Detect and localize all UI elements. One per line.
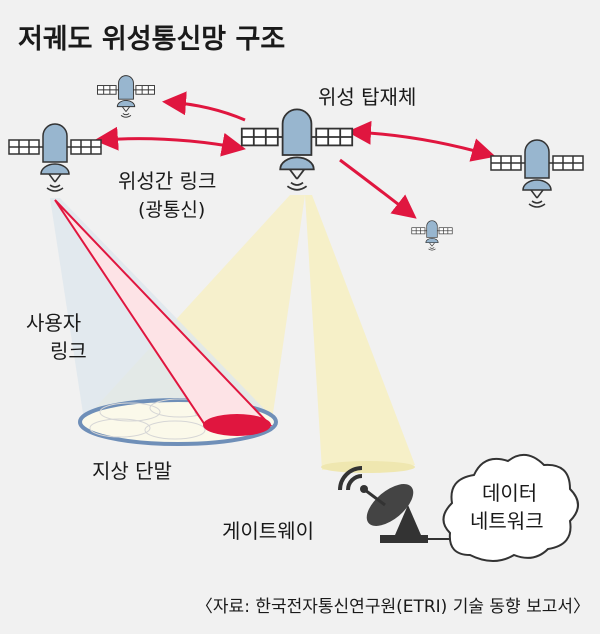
isl-arrow-right <box>347 120 496 162</box>
satellite-left-icon <box>8 123 102 192</box>
label-gateway: 게이트웨이 <box>222 519 314 543</box>
satellite-small-icon <box>411 220 453 251</box>
source-caption: 〈자료: 한국전자통신연구원(ETRI) 기술 동향 보고서〉 <box>196 597 590 617</box>
label-inter-satellite-link: 위성간 링크 <box>118 169 216 193</box>
label-ground-terminal: 지상 단말 <box>92 459 172 483</box>
isl-arrow-lower-right <box>339 158 417 219</box>
label-user-link-line2: 링크 <box>50 339 87 363</box>
label-satellite-payload: 위성 탑재체 <box>318 85 416 109</box>
label-data-network-line1: 데이터 <box>482 481 537 505</box>
label-optical-communication: (광통신) <box>138 199 205 221</box>
diagram-title: 저궤도 위성통신망 구조 <box>18 24 285 55</box>
data-network-cloud <box>442 454 579 562</box>
satellite-main-icon <box>240 108 354 191</box>
gateway-beam <box>305 195 415 470</box>
label-data-network-line2: 네트워크 <box>470 509 544 533</box>
isl-arrow-left <box>94 126 246 157</box>
satellite-top-left-icon <box>97 75 155 118</box>
isl-arrow-top-left <box>162 91 246 122</box>
gateway-dish-icon <box>338 466 428 543</box>
satellite-right-icon <box>490 139 584 208</box>
user-terminal-spot <box>203 414 271 436</box>
gateway-beam-footprint <box>321 461 415 473</box>
label-user-link-line1: 사용자 <box>26 311 81 335</box>
